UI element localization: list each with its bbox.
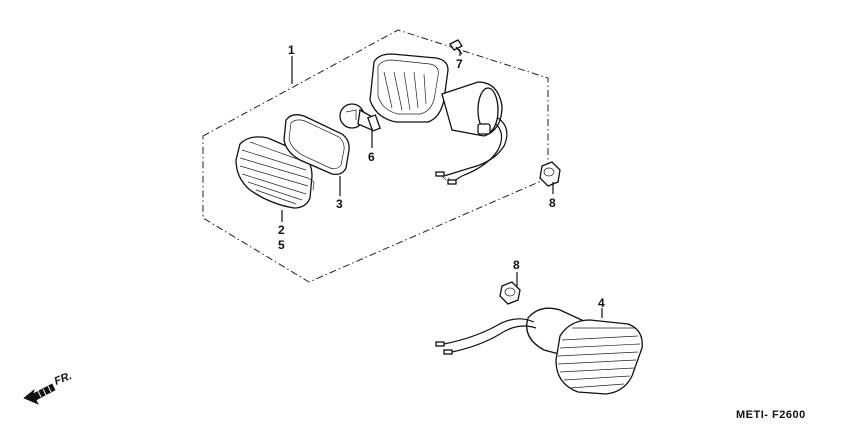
callout-8-lower: 8	[513, 258, 520, 272]
callout-8-upper: 8	[549, 196, 556, 210]
callout-1: 1	[288, 43, 295, 57]
nut-part-lower	[499, 281, 521, 305]
diagram-code: METI- F2600	[736, 409, 806, 421]
callout-7: 7	[456, 57, 463, 71]
callout-6: 6	[368, 150, 375, 164]
housing-part	[369, 53, 508, 185]
front-direction-arrow-icon	[23, 383, 56, 405]
leader-lines	[281, 50, 603, 318]
screw-part	[449, 39, 463, 55]
gasket-part	[283, 114, 350, 176]
bulb-part	[339, 103, 381, 132]
callout-5: 5	[278, 238, 285, 252]
callout-4: 4	[598, 296, 605, 310]
callout-3: 3	[336, 197, 343, 211]
nut-part-upper	[539, 161, 561, 187]
turn-signal-assembly-part	[435, 307, 643, 395]
callout-2: 2	[278, 223, 285, 237]
front-marker-label: FR.	[53, 370, 74, 388]
